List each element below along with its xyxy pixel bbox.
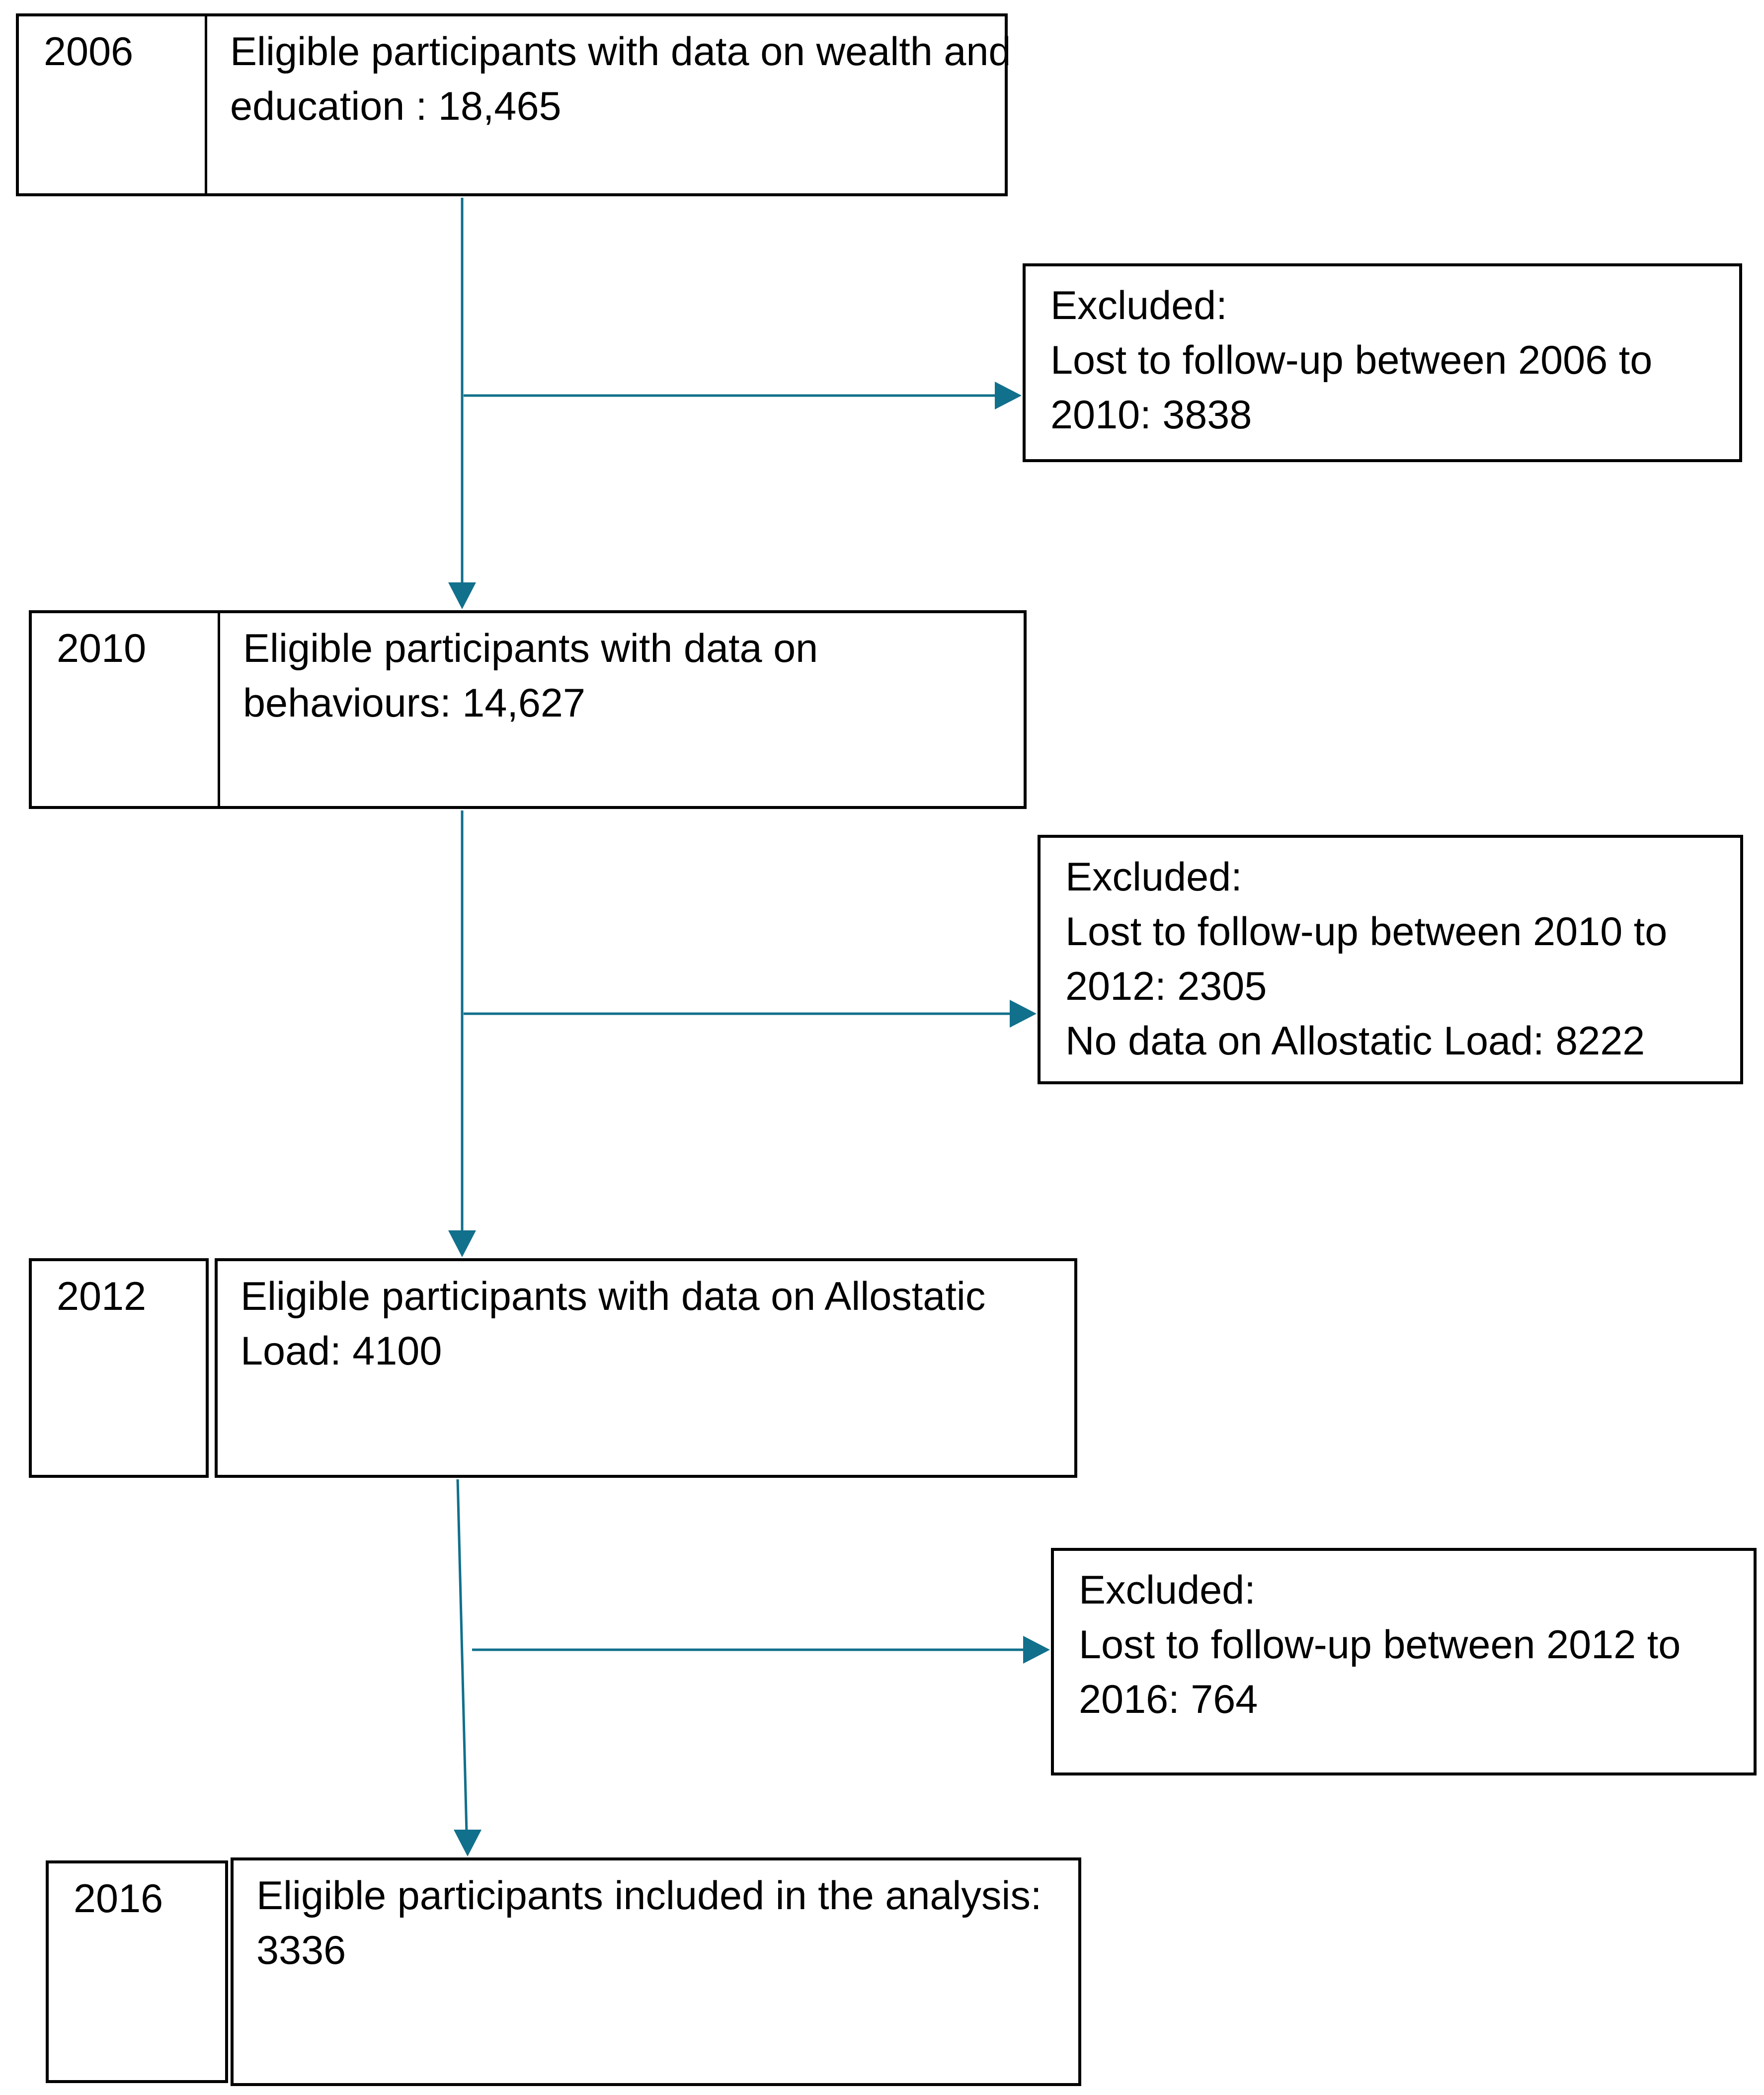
- stage-box-2006: 2006 Eligible participants with data on …: [16, 13, 1011, 196]
- year-label: 2016: [74, 1876, 163, 1921]
- text-line: Eligible participants with data on wealt…: [230, 29, 1011, 74]
- arrow-branch-excluded-2: [464, 1000, 1037, 1028]
- text-line: Excluded:: [1065, 855, 1242, 899]
- arrow-2010-to-2012: [448, 810, 476, 1257]
- stage-text-2012: Eligible participants with data on Allos…: [215, 1258, 1077, 1478]
- text-line: Excluded:: [1079, 1568, 1256, 1612]
- text-line: Lost to follow-up between 2006 to: [1050, 338, 1653, 383]
- year-label: 2012: [57, 1274, 147, 1319]
- text-line: Lost to follow-up between 2010 to: [1065, 909, 1668, 954]
- text-line: Lost to follow-up between 2012 to: [1079, 1622, 1681, 1667]
- text-line: 2010: 3838: [1050, 393, 1252, 437]
- text-line: Excluded:: [1050, 283, 1227, 328]
- excluded-box-2: Excluded: Lost to follow-up between 2010…: [1038, 835, 1743, 1084]
- text-line: Load: 4100: [241, 1329, 442, 1373]
- arrow-branch-excluded-1: [464, 382, 1022, 409]
- arrow-2006-to-2010: [448, 198, 476, 609]
- year-cell-2006: 2006: [19, 16, 207, 193]
- text-line: 2016: 764: [1079, 1677, 1258, 1722]
- year-cell-2010: 2010: [32, 613, 220, 806]
- text-line: 2012: 2305: [1065, 964, 1267, 1009]
- stage-box-2010: 2010 Eligible participants with data on …: [29, 610, 1027, 809]
- year-label: 2006: [44, 29, 134, 74]
- text-line: 3336: [256, 1928, 346, 1973]
- text-line: behaviours: 14,627: [243, 681, 586, 725]
- year-label: 2010: [57, 626, 147, 671]
- stage-text-2006: Eligible participants with data on wealt…: [207, 16, 1021, 193]
- text-line: Eligible participants included in the an…: [256, 1873, 1042, 1918]
- stage-text-2016: Eligible participants included in the an…: [231, 1857, 1081, 2086]
- arrow-2012-to-2016: [454, 1479, 481, 1856]
- year-cell-2012: 2012: [29, 1258, 209, 1478]
- arrow-branch-excluded-3: [472, 1636, 1050, 1664]
- text-line: Eligible participants with data on: [243, 626, 818, 671]
- excluded-box-3: Excluded: Lost to follow-up between 2012…: [1051, 1548, 1757, 1775]
- text-line: No data on Allostatic Load: 8222: [1065, 1019, 1645, 1063]
- excluded-box-1: Excluded: Lost to follow-up between 2006…: [1023, 263, 1742, 462]
- text-line: education : 18,465: [230, 84, 561, 129]
- text-line: Eligible participants with data on Allos…: [241, 1274, 986, 1319]
- year-cell-2016: 2016: [46, 1860, 228, 2083]
- stage-text-2010: Eligible participants with data on behav…: [220, 613, 1024, 806]
